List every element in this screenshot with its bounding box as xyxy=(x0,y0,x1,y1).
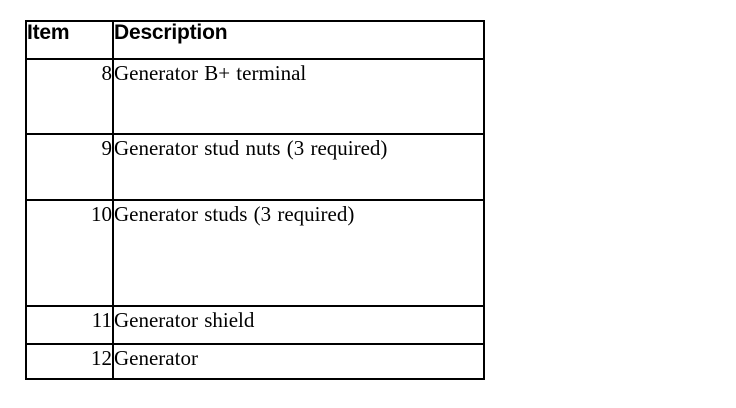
table-row: 8 Generator B+ terminal xyxy=(25,58,485,135)
column-header-description: Description xyxy=(112,20,485,60)
table-header-row: Item Description xyxy=(25,20,485,60)
cell-item-number: 11 xyxy=(25,305,114,345)
cell-item-description: Generator xyxy=(112,343,485,380)
column-header-item: Item xyxy=(25,20,114,60)
cell-item-description: Generator shield xyxy=(112,305,485,345)
table-row: 12 Generator xyxy=(25,343,485,380)
table-row: 10 Generator studs (3 required) xyxy=(25,199,485,307)
cell-item-number: 8 xyxy=(25,58,114,135)
table-body: 8 Generator B+ terminal 9 Generator stud… xyxy=(25,58,485,380)
cell-item-number: 9 xyxy=(25,133,114,201)
table-header: Item Description xyxy=(25,20,485,60)
cell-item-description: Generator B+ terminal xyxy=(112,58,485,135)
cell-item-number: 12 xyxy=(25,343,114,380)
table-row: 9 Generator stud nuts (3 required) xyxy=(25,133,485,201)
cell-item-description: Generator studs (3 required) xyxy=(112,199,485,307)
table-row: 11 Generator shield xyxy=(25,305,485,345)
parts-legend-table: Item Description 8 Generator B+ terminal… xyxy=(25,20,485,380)
cell-item-number: 10 xyxy=(25,199,114,307)
cell-item-description: Generator stud nuts (3 required) xyxy=(112,133,485,201)
